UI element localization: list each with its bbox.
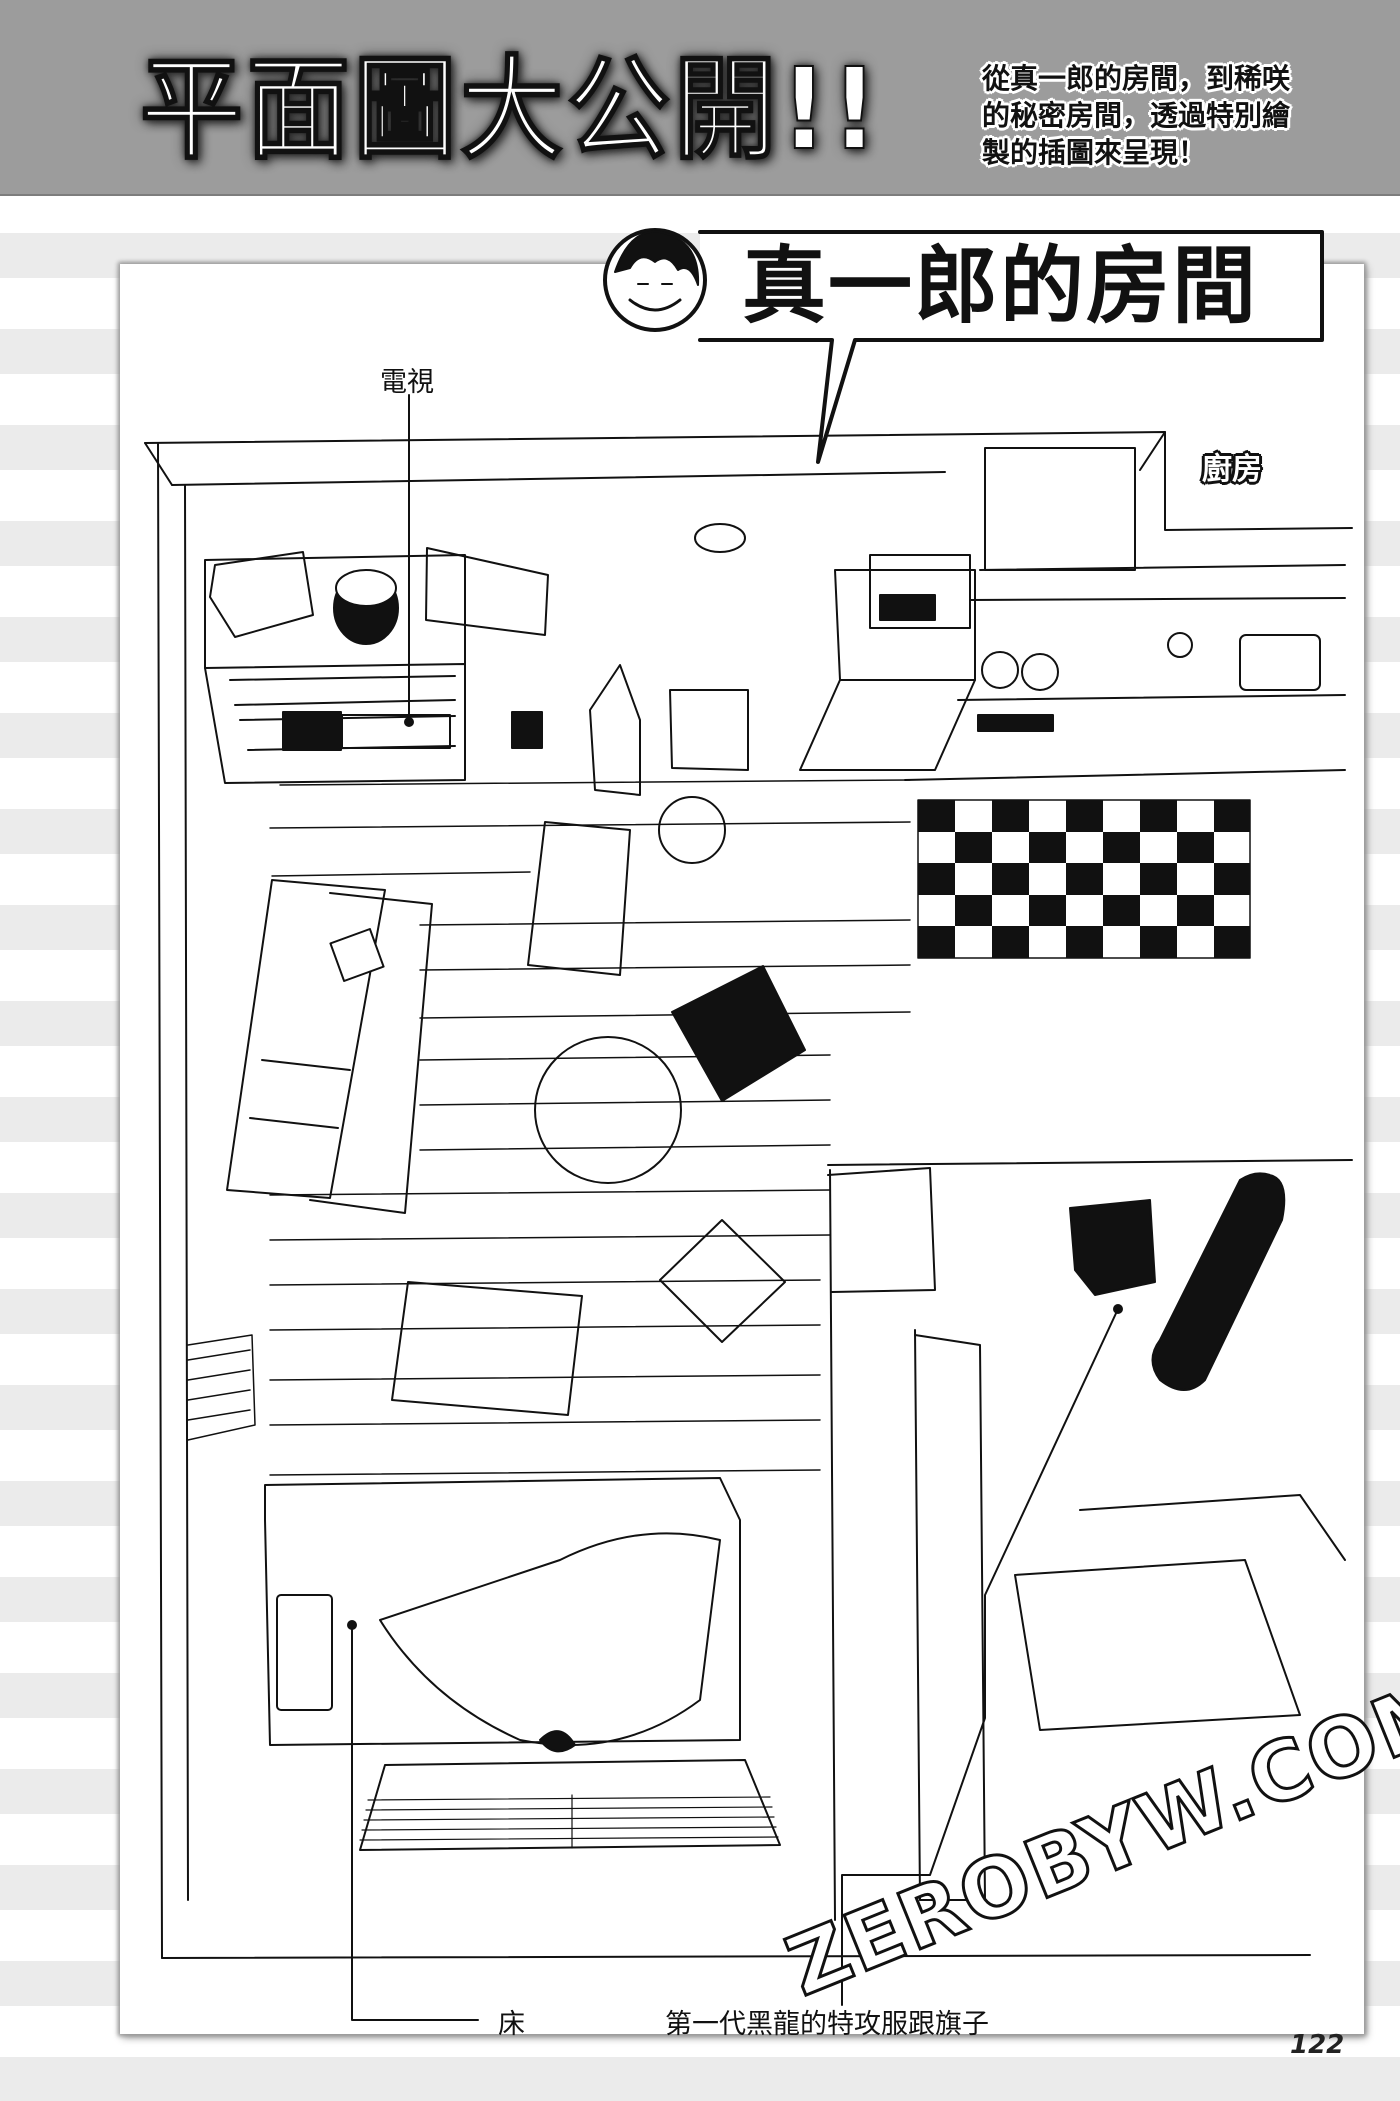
- page-title: 平面圖大公開!!: [139, 45, 882, 175]
- uniform-callout-line: [841, 1304, 1123, 2006]
- shinichiro-portrait-icon: [603, 228, 707, 332]
- round-table: [534, 1036, 682, 1184]
- window-blinds: [187, 1334, 256, 1441]
- bed: [264, 1477, 741, 1753]
- sofa: [226, 879, 433, 1214]
- kitchen-counter: [904, 447, 1346, 781]
- label-kitchen: 廚房: [1202, 452, 1262, 487]
- page-number: 122: [1290, 2030, 1345, 2060]
- low-table: [391, 1281, 583, 1416]
- room-walls: [144, 431, 1353, 1959]
- tv-cabinet: [204, 547, 549, 784]
- page-subtitle: 從真一郎的房間，到稀咲 的秘密房間，透過特別繪 製的插圖來呈現！: [982, 60, 1342, 171]
- subtitle-line-1: 從真一郎的房間，到稀咲: [982, 62, 1291, 95]
- header-band: 平面圖大公開!! 從真一郎的房間，到稀咲 的秘密房間，透過特別繪 製的插圖來呈現…: [0, 0, 1400, 196]
- room-title-bubble: [698, 230, 1324, 464]
- fridge-microwave: [799, 554, 976, 771]
- black-cushion: [671, 965, 806, 1102]
- subtitle-line-2: 的秘密房間，透過特別繪: [982, 99, 1291, 132]
- floor-cushion: [527, 821, 631, 976]
- room-title: 真一郎的房間: [742, 237, 1259, 335]
- entrance-mat: [359, 1759, 781, 1851]
- subtitle-line-3: 製的插圖來呈現！: [982, 136, 1207, 169]
- closet-area: [827, 1159, 1353, 1921]
- diamond-cushion: [659, 1219, 786, 1343]
- storage-boxes: [589, 523, 749, 796]
- bed-callout-line: [347, 1620, 479, 2021]
- black-uniform-and-flag: [1069, 1172, 1286, 1391]
- illustration-paper: [120, 264, 1364, 2034]
- label-uniform-flag: 第一代黑龍的特攻服跟旗子: [665, 2009, 989, 2040]
- crumpled-paper: [658, 796, 726, 864]
- checkered-rug: [917, 799, 1251, 959]
- label-tv: 電視: [380, 367, 434, 398]
- label-bed: 床: [498, 2009, 525, 2040]
